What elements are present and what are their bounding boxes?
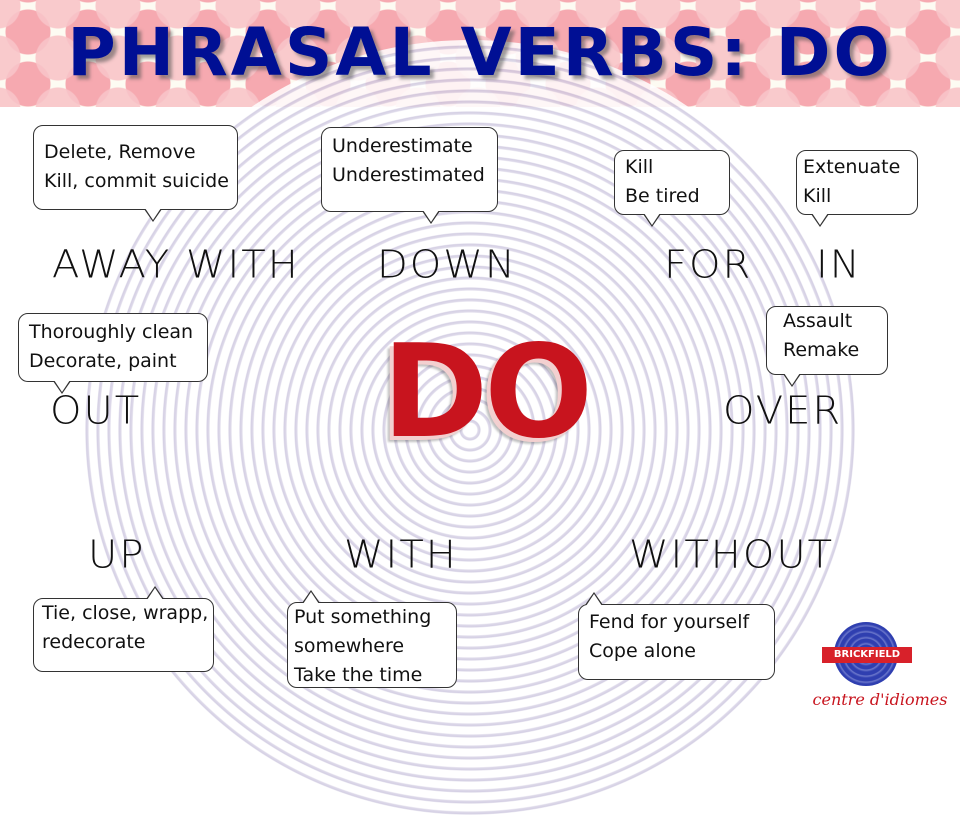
meaning-line: Decorate, paint — [29, 350, 177, 372]
meaning-bubble-in: Extenuate Kill — [796, 150, 918, 227]
brickfield-logo-name: BRICKFIELD — [822, 647, 912, 663]
meaning-bubble-out: Thoroughly clean Decorate, paint — [18, 313, 208, 394]
meaning-bubble-over: Assault Remake — [766, 306, 888, 387]
meaning-line: Underestimated — [332, 164, 485, 186]
particle-out: OUT — [50, 389, 142, 433]
meaning-line: Kill — [625, 156, 654, 178]
meaning-line: Fend for yourself — [589, 611, 750, 633]
particle-with: WITH — [344, 533, 458, 577]
meaning-bubble-with: Put something somewhere Take the time — [287, 590, 457, 688]
meaning-line: somewhere — [294, 635, 405, 657]
meaning-line: Tie, close, wrapp, — [42, 602, 209, 624]
meaning-bubble-for: Kill Be tired — [614, 150, 730, 227]
meaning-line: Put something — [294, 606, 432, 628]
meaning-line: Assault — [783, 310, 853, 332]
meaning-line: Thoroughly clean — [29, 321, 194, 343]
meaning-line: Take the time — [294, 664, 423, 686]
meaning-line: Extenuate — [803, 156, 901, 178]
brickfield-logo-subtitle: centre d'idiomes — [812, 690, 948, 709]
meaning-line: Be tired — [625, 185, 700, 207]
meaning-line: Kill, commit suicide — [44, 170, 229, 192]
meaning-bubble-away-with: Delete, Remove Kill, commit suicide — [33, 125, 238, 222]
center-word: DO — [382, 318, 593, 467]
meaning-bubble-down: Underestimate Underestimated — [321, 127, 498, 224]
meaning-line: Cope alone — [589, 640, 696, 662]
meaning-line: Remake — [783, 339, 860, 361]
meaning-bubble-up: Tie, close, wrapp, redecorate — [33, 586, 214, 672]
particle-over: OVER — [723, 389, 843, 433]
meaning-line: Delete, Remove — [44, 141, 196, 163]
page-title: PHRASAL VERBS: DO — [67, 14, 893, 91]
particle-up: UP — [88, 533, 146, 577]
particle-away-with: AWAY WITH — [52, 243, 300, 287]
particle-in: IN — [816, 243, 862, 287]
particle-without: WITHOUT — [629, 533, 835, 577]
particle-down: DOWN — [377, 243, 517, 287]
meaning-bubble-without: Fend for yourself Cope alone — [578, 592, 775, 680]
meaning-line: Kill — [803, 185, 832, 207]
particle-for: FOR — [664, 243, 753, 287]
meaning-line: redecorate — [42, 631, 146, 653]
meaning-line: Underestimate — [332, 135, 473, 157]
